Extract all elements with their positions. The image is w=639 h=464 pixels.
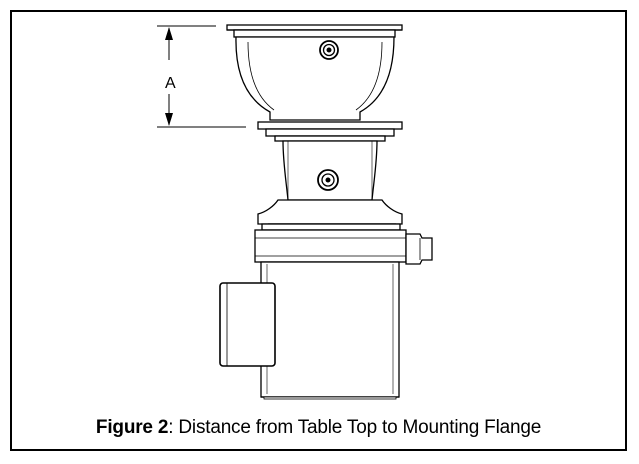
neck	[282, 140, 378, 201]
caption-text: Distance from Table Top to Mounting Flan…	[173, 417, 542, 438]
caption-number: Figure 2	[95, 417, 169, 438]
dimension-a-label: A	[165, 75, 176, 92]
mounting-flange	[257, 121, 403, 142]
dimension-lines	[157, 25, 246, 128]
upper-housing	[254, 229, 433, 265]
sink-flange	[226, 24, 403, 38]
figure-frame: A Figure 2: Distance from Table Top to M…	[10, 10, 627, 451]
electrical-box	[219, 282, 276, 367]
disposer-diagram	[157, 24, 433, 400]
motor-body	[260, 261, 400, 400]
bowl	[235, 36, 395, 121]
figure-caption: Figure 2: Distance from Table Top to Mou…	[12, 417, 625, 439]
caption-separator: :	[168, 417, 174, 438]
shoulder	[257, 199, 403, 231]
